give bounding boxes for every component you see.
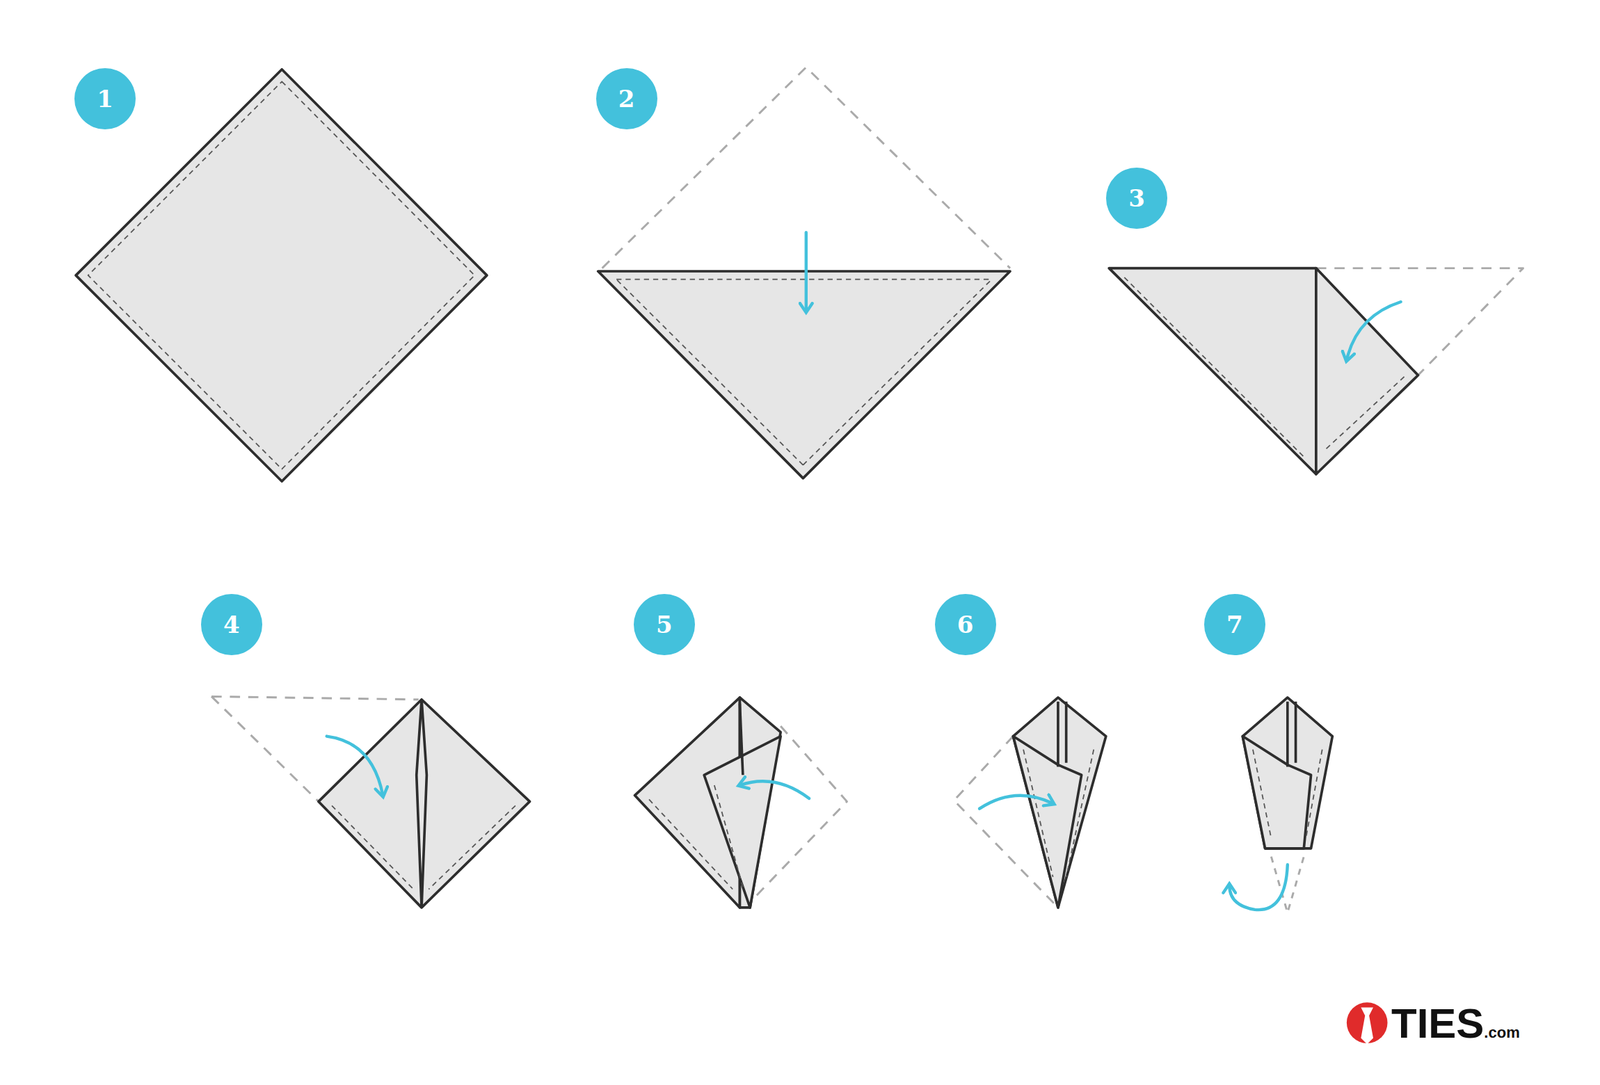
step-number-circle: 7	[1204, 594, 1266, 656]
step-number: 6	[957, 612, 974, 637]
logo-badge	[1346, 1002, 1388, 1045]
brand-suffix: .com	[1483, 1024, 1520, 1043]
step-number-circle: 2	[596, 68, 658, 130]
step-number: 5	[656, 612, 673, 637]
step-number: 4	[223, 612, 240, 637]
brand-name: TIES	[1391, 999, 1484, 1048]
step-number: 7	[1226, 612, 1244, 637]
step-number-circle: 6	[934, 594, 997, 656]
step-number: 3	[1128, 186, 1146, 211]
step-number-circle: 3	[1106, 167, 1168, 229]
step-number-circle: 5	[633, 594, 695, 656]
logo-text: TIES.com	[1391, 999, 1520, 1048]
step-number: 2	[618, 86, 636, 111]
step-number-circle: 1	[74, 68, 136, 130]
step-number: 1	[96, 86, 114, 111]
step-number-circle: 4	[201, 594, 263, 656]
